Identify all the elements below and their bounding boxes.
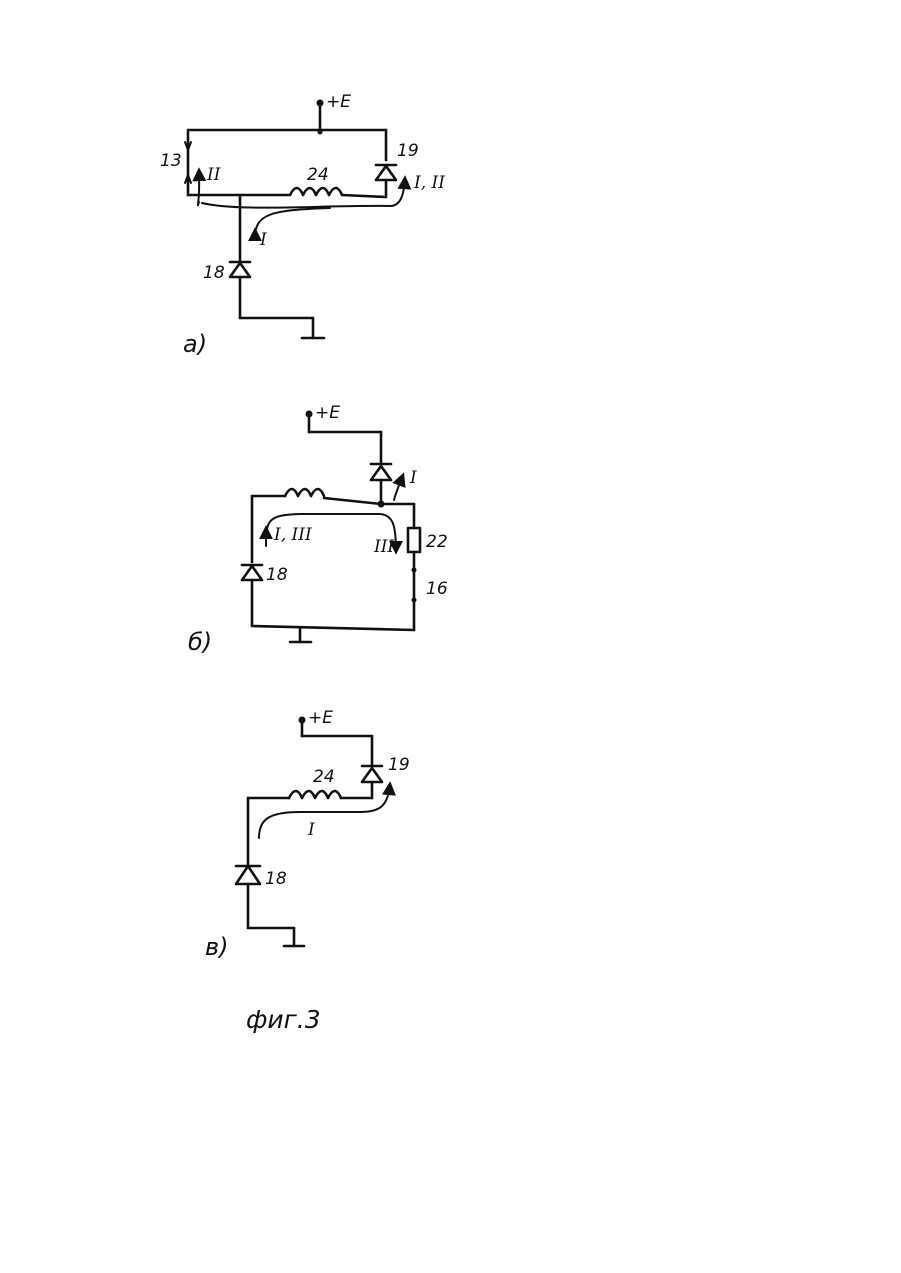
- panel-b-supply-label: +E: [315, 403, 340, 423]
- panel-a-diode-19: [376, 166, 396, 180]
- panel-c-diode-19-label: 19: [388, 755, 410, 775]
- panel-c-current-I: I: [307, 820, 315, 840]
- panel-b-inductor: [285, 489, 324, 496]
- panel-a-current-II: II: [206, 165, 221, 185]
- panel-b-node-label: 16: [426, 579, 448, 599]
- panel-b-diode-18: [242, 566, 262, 580]
- panel-a-label: а): [183, 330, 207, 358]
- panel-c-diode-19: [362, 768, 382, 782]
- figure-caption: фиг.3: [246, 1005, 321, 1034]
- panel-b-schematic: +E 22 16 18 I I, II: [188, 403, 448, 656]
- panel-b-current-III: III: [373, 537, 394, 557]
- panel-a-current-I-II: I, II: [413, 173, 445, 193]
- panel-c-diode-18-label: 18: [265, 869, 287, 889]
- panel-a-diode-18: [230, 263, 250, 277]
- panel-c-inductor-24: [289, 791, 341, 798]
- panel-b-diode-top: [371, 466, 391, 480]
- panel-a-schematic: +E 13 19 24 18 II I, II: [160, 92, 445, 358]
- panel-b-current-I: I: [409, 468, 417, 488]
- panel-a-inductor-24: [290, 188, 342, 195]
- panel-a-capacitor-label: 13: [160, 151, 182, 171]
- panel-a-current-I: I: [259, 230, 267, 250]
- panel-c-inductor-label: 24: [313, 767, 335, 787]
- panel-b-resistor-22: [408, 528, 420, 552]
- panel-c-schematic: +E 19 24 18 I в): [205, 708, 410, 961]
- panel-b-current-arrow-I: [394, 475, 403, 500]
- panel-c-supply-label: +E: [308, 708, 333, 728]
- panel-a-diode-18-label: 18: [203, 263, 225, 283]
- panel-a-supply-label: +E: [326, 92, 351, 112]
- panel-c-diode-18: [236, 866, 260, 884]
- panel-c-label: в): [205, 933, 229, 961]
- panel-b-diode-18-label: 18: [266, 565, 288, 585]
- panel-a-inductor-label: 24: [307, 165, 329, 185]
- panel-b-label: б): [188, 628, 212, 656]
- panel-a-diode-19-label: 19: [397, 141, 419, 161]
- panel-a-current-arrow-II: [198, 170, 199, 205]
- panel-b-resistor-label: 22: [426, 532, 448, 552]
- panel-b-current-I-III: I, III: [273, 525, 312, 545]
